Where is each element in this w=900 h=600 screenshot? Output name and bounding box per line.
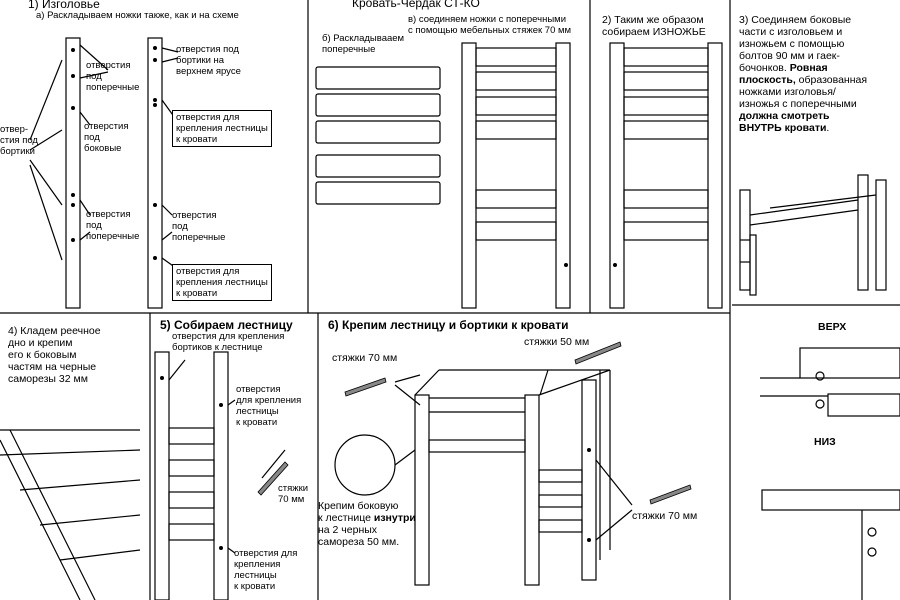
label-ladder-holes-3: отверстия для крепления лестницы к крова… bbox=[236, 384, 302, 428]
step4-text: 4) Кладем реечное дно и крепим его к бок… bbox=[8, 325, 101, 385]
step6-heading: 6) Крепим лестницу и бортики к кровати bbox=[328, 318, 569, 332]
bottom-label: НИЗ bbox=[814, 436, 836, 448]
label-screw-70: стяжки 70 мм bbox=[278, 483, 309, 505]
label-ladder-holes-2: отверстия для крепления лестницы к крова… bbox=[172, 264, 272, 301]
label-holes-cross2: отверстия под поперечные bbox=[86, 209, 140, 242]
step-v-text: в) соединяем ножки с поперечными с помощ… bbox=[408, 14, 572, 36]
label-ladder-holes-4: отверстия для крепления лестницы к крова… bbox=[234, 548, 298, 592]
step-b-text: б) Раскладывааем поперечные bbox=[322, 33, 405, 55]
page-title: Кровать-Чердак СТ-КО bbox=[352, 0, 480, 10]
step1-subheading: а) Раскладываем ножки также, как и на сх… bbox=[36, 10, 239, 21]
label-ladder-holes-1: отверстия для крепления лестницы к крова… bbox=[172, 110, 272, 147]
label-top-rails: отверстия под бортики на верхнем ярусе bbox=[176, 44, 241, 77]
label-holes-cross1: отверстия под поперечные bbox=[86, 60, 140, 93]
step2-text: 2) Таким же образом собираем ИЗНОЖЬЕ bbox=[602, 14, 706, 38]
label-holes-cross3: отверстия под поперечные bbox=[172, 210, 226, 243]
label-screw-70a: стяжки 70 мм bbox=[332, 352, 398, 364]
label-screw-50: стяжки 50 мм bbox=[524, 336, 590, 348]
label-rail-holes: отверстия для крепления бортиков к лестн… bbox=[172, 331, 285, 353]
step1-heading: 1) Изголовье bbox=[28, 0, 100, 11]
label-holes-side: отверстия под боковые bbox=[84, 121, 129, 154]
step3-text: 3) Соединяем боковые части с изголовьем … bbox=[739, 14, 868, 134]
label-screw-70b: стяжки 70 мм bbox=[632, 510, 698, 522]
fix-instruction: Крепим боковую к лестнице изнутри на 2 ч… bbox=[318, 500, 416, 548]
step5-heading: 5) Собираем лестницу bbox=[160, 318, 293, 332]
top-label: ВЕРХ bbox=[818, 321, 847, 333]
label-holes-side-rails: отвер- стия под бортики bbox=[0, 124, 38, 157]
